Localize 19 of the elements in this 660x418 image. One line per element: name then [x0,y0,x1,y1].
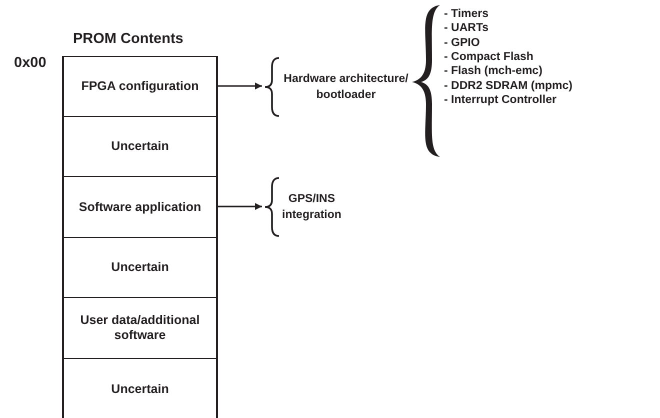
node-label: Hardware architecture/ bootloader [282,72,410,103]
list-item: - UARTs [444,22,489,34]
diagram-title: PROM Contents [73,31,184,47]
list-item: - DDR2 SDRAM (mpmc) [444,80,572,92]
memory-segment: Software application [62,176,218,237]
arrow [218,203,262,210]
list-item: - Timers [444,8,489,20]
address-label: 0x00 [14,55,46,71]
memory-segment: Uncertain [62,237,218,297]
arrow [218,82,262,90]
list-item: - Interrupt Controller [444,94,556,106]
list-item: - GPIO [444,36,480,49]
memory-segment: Uncertain [62,358,218,418]
node-label: GPS/INS integration [282,192,342,223]
list-item: - Compact Flash [444,50,534,63]
memory-segment: User data/additional software [62,297,218,358]
memory-segment: Uncertain [62,116,218,176]
list-item: - Flash (mch-emc) [444,65,542,78]
memory-segment: FPGA configuration [62,56,218,116]
